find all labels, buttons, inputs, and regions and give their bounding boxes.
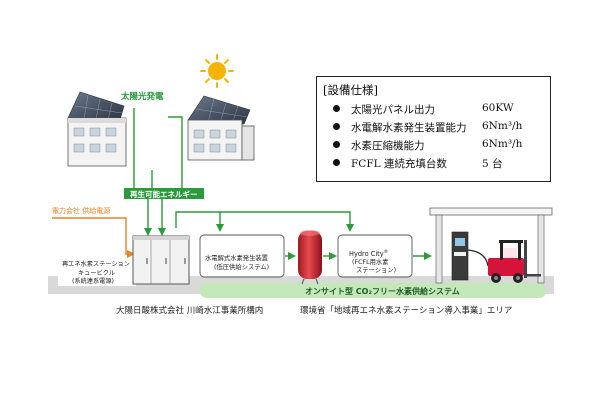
sun-icon [200, 54, 234, 88]
renewable-to-cubicle-arrows [144, 199, 166, 236]
spec-row: 太陽光パネル出力 60KW [325, 101, 542, 119]
cubicle-label-line2: キュービクル [78, 269, 115, 277]
system-band-label: オンサイト型 CO₂フリー水素供給システム [305, 286, 460, 296]
solar-power-label: 太陽光発電 [120, 91, 164, 102]
bullet-icon [333, 105, 340, 112]
hydro-city-station [337, 234, 413, 278]
cubicle-cabinet [132, 235, 190, 285]
cubicle-label-box [58, 258, 136, 286]
electrolyzer-unit [199, 234, 285, 278]
power-company-label: 電力会社 供給電源 [52, 206, 110, 215]
spec-value: 60KW [482, 102, 514, 114]
hydro-city-label-line2: (FCFL用水素 [352, 257, 389, 266]
spec-value: 6Nm³/h [482, 138, 523, 150]
solar-feed-lines [133, 108, 183, 190]
office-building-2 [187, 95, 255, 161]
renewable-energy-label: 再生可能エネルギー [130, 189, 198, 199]
spec-label: 水素圧縮機能力 [351, 140, 425, 152]
equipment-spec-box: [設備仕様] 太陽光パネル出力 60KW 水電解水素発生装置能力 6Nm³/h … [316, 76, 551, 182]
cubicle-label-line1: 再エネ水素ステーション [62, 260, 130, 268]
caption-left: 大陽日酸株式会社 川崎水江事業所構内 [116, 306, 264, 316]
spec-value: 5 台 [482, 158, 503, 170]
bullet-icon [333, 141, 340, 148]
bullet-icon [333, 123, 340, 130]
spec-label: 水電解水素発生装置能力 [351, 122, 467, 134]
grid-power-line [52, 217, 135, 258]
hydro-city-label-line3: ステーション) [356, 266, 396, 274]
spec-row: FCFL 連続充填台数 5 台 [325, 155, 542, 173]
spec-label: 太陽光パネル出力 [351, 104, 435, 116]
spec-row: 水電解水素発生装置能力 6Nm³/h [325, 119, 542, 137]
power-to-hydrocity-line [220, 211, 354, 232]
electrolyzer-label-line1: 水電解式水素発生装置 [205, 253, 268, 262]
dispenser-canopy [429, 207, 553, 284]
hydrogen-tank-icon [298, 230, 322, 285]
spec-row: 水素圧縮機能力 6Nm³/h [325, 137, 542, 155]
power-to-electrolyzer-line [175, 211, 224, 232]
spec-title: [設備仕様] [323, 83, 378, 97]
cubicle-label-line3: (系統連系電源) [72, 277, 114, 285]
renewable-energy-bar [124, 188, 204, 199]
spec-value: 6Nm³/h [482, 120, 523, 132]
spec-label: FCFL 連続充填台数 [351, 158, 447, 170]
office-building-1 [67, 91, 127, 167]
forklift-icon [488, 240, 541, 283]
hydro-city-label-line1: Hydro City® [349, 248, 388, 258]
system-band [200, 283, 546, 298]
electrolyzer-label-line2: (低圧供給システム) [214, 262, 269, 271]
hydrogen-dispenser [451, 231, 489, 281]
caption-right: 環境省「地域再エネ水素ステーション導入事業」エリア [300, 306, 513, 316]
registered-mark: ® [384, 248, 389, 255]
bullet-icon [333, 159, 340, 166]
